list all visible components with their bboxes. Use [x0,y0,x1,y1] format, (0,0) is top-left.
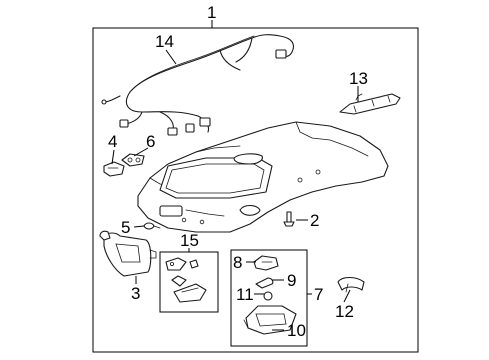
callout-5: 5 [121,218,131,237]
wiring-harness [101,34,295,136]
callout-15: 15 [180,231,199,250]
leader-lines [111,20,359,331]
callout-14: 14 [155,32,174,51]
headliner-panel [137,121,389,233]
part-5-clip [143,222,161,230]
assembly-frame [92,27,419,353]
callout-8: 8 [233,253,243,272]
callout-13: 13 [349,69,368,88]
callout-4: 4 [108,132,118,151]
part-7-group [230,249,308,347]
callout-12: 12 [335,302,354,321]
part-15-group [159,251,219,313]
part-4-clip [103,161,125,177]
part-3-sunvisor [99,230,157,277]
callout-9: 9 [287,271,297,290]
callout-6: 6 [146,132,156,151]
callout-1: 1 [207,3,217,22]
callout-11: 11 [236,285,254,304]
part-6-bracket [121,153,145,167]
callout-2: 2 [310,211,320,230]
part-2-pin [283,211,295,227]
callout-10: 10 [287,321,306,340]
callout-3: 3 [131,284,141,303]
callout-7: 7 [314,285,324,304]
part-13-rail [339,93,401,115]
part-12-handle [337,276,365,293]
